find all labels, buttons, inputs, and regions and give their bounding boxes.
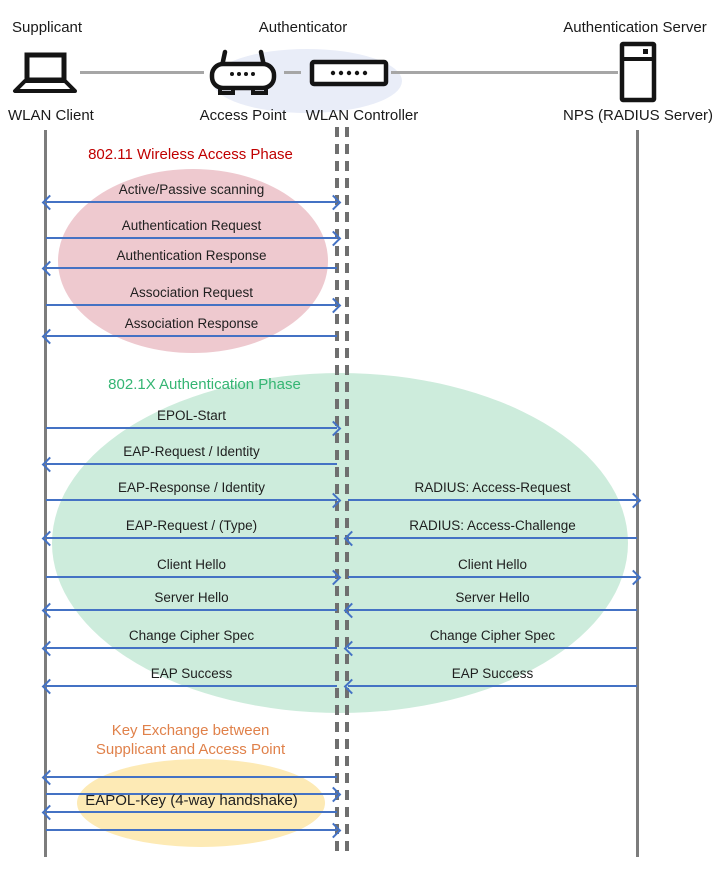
wlan-controller-lifeline-dash-2 — [345, 127, 349, 856]
message-arrow — [46, 420, 342, 437]
message-arrow — [41, 260, 337, 277]
laptop-icon — [13, 52, 77, 93]
message-label: Association Request — [129, 285, 254, 300]
message-arrow — [41, 456, 337, 473]
key-exchange-title-line2: Supplicant and Access Point — [95, 741, 286, 758]
nps-server-label: NPS (RADIUS Server) — [563, 107, 713, 124]
message-arrow — [46, 297, 342, 314]
message-arrow — [41, 678, 337, 695]
message-label: Client Hello — [156, 557, 227, 572]
wlan-controller-label: WLAN Controller — [305, 107, 419, 124]
message-arrow — [41, 194, 342, 211]
message-label: Association Response — [124, 316, 259, 331]
wireless-access-phase-ellipse — [58, 169, 328, 353]
wireless-access-phase-title: 802.11 Wireless Access Phase — [88, 146, 293, 163]
message-arrow — [348, 569, 642, 586]
wlan-client-label: WLAN Client — [8, 107, 94, 124]
message-label: EAP Success — [150, 666, 233, 681]
key-exchange-phase-ellipse — [77, 759, 325, 847]
message-label: EAP-Request / (Type) — [125, 518, 258, 533]
message-label: Change Cipher Spec — [128, 628, 255, 643]
message-label: Active/Passive scanning — [118, 182, 265, 197]
message-arrow — [41, 530, 337, 547]
authentication-server-role-label: Authentication Server — [563, 19, 707, 36]
wlan-controller-lifeline-dash-1 — [335, 127, 339, 856]
message-label: RADIUS: Access-Challenge — [409, 518, 576, 533]
server-icon — [619, 41, 657, 103]
message-arrow — [41, 804, 337, 821]
authentication-phase-ellipse — [52, 373, 628, 713]
message-arrow — [343, 530, 637, 547]
message-arrow — [343, 602, 637, 619]
message-arrow — [348, 492, 642, 509]
supplicant-role-label: Supplicant — [12, 19, 83, 36]
message-arrow — [46, 786, 342, 803]
message-label: Change Cipher Spec — [429, 628, 556, 643]
wlan-controller-icon — [309, 59, 389, 87]
message-label: EAP-Request / Identity — [123, 444, 260, 459]
ap-to-controller-connector — [284, 71, 301, 74]
nps-server-lifeline — [636, 130, 639, 857]
key-exchange-title-line1: Key Exchange between — [111, 722, 270, 739]
message-arrow — [41, 328, 337, 345]
message-arrow — [46, 569, 342, 586]
client-to-ap-connector — [80, 71, 204, 74]
message-label: Authentication Response — [116, 248, 267, 263]
key-exchange-phase-title: Key Exchange between Supplicant and Acce… — [45, 721, 336, 759]
message-arrow — [41, 640, 337, 657]
wlan-client-lifeline — [44, 130, 47, 857]
message-arrow — [41, 769, 337, 786]
message-arrow — [343, 678, 637, 695]
authentication-phase-title: 802.1X Authentication Phase — [108, 376, 301, 393]
access-point-label: Access Point — [199, 107, 287, 124]
controller-to-server-connector — [391, 71, 618, 74]
message-arrow — [46, 822, 342, 839]
message-label: EAP Success — [451, 666, 534, 681]
message-label: RADIUS: Access-Request — [414, 480, 571, 495]
message-label: Server Hello — [455, 590, 530, 605]
message-label: Server Hello — [154, 590, 229, 605]
message-arrow — [46, 230, 342, 247]
access-point-icon — [209, 49, 277, 95]
message-arrow — [343, 640, 637, 657]
message-label: EAP-Response / Identity — [117, 480, 266, 495]
message-label: Authentication Request — [121, 218, 262, 233]
message-label: EPOL-Start — [156, 408, 227, 423]
message-label: EAPOL-Key (4-way handshake) — [85, 792, 298, 809]
message-label: Client Hello — [457, 557, 528, 572]
message-arrow — [46, 492, 342, 509]
message-arrow — [41, 602, 337, 619]
authenticator-role-label: Authenticator — [258, 19, 348, 36]
